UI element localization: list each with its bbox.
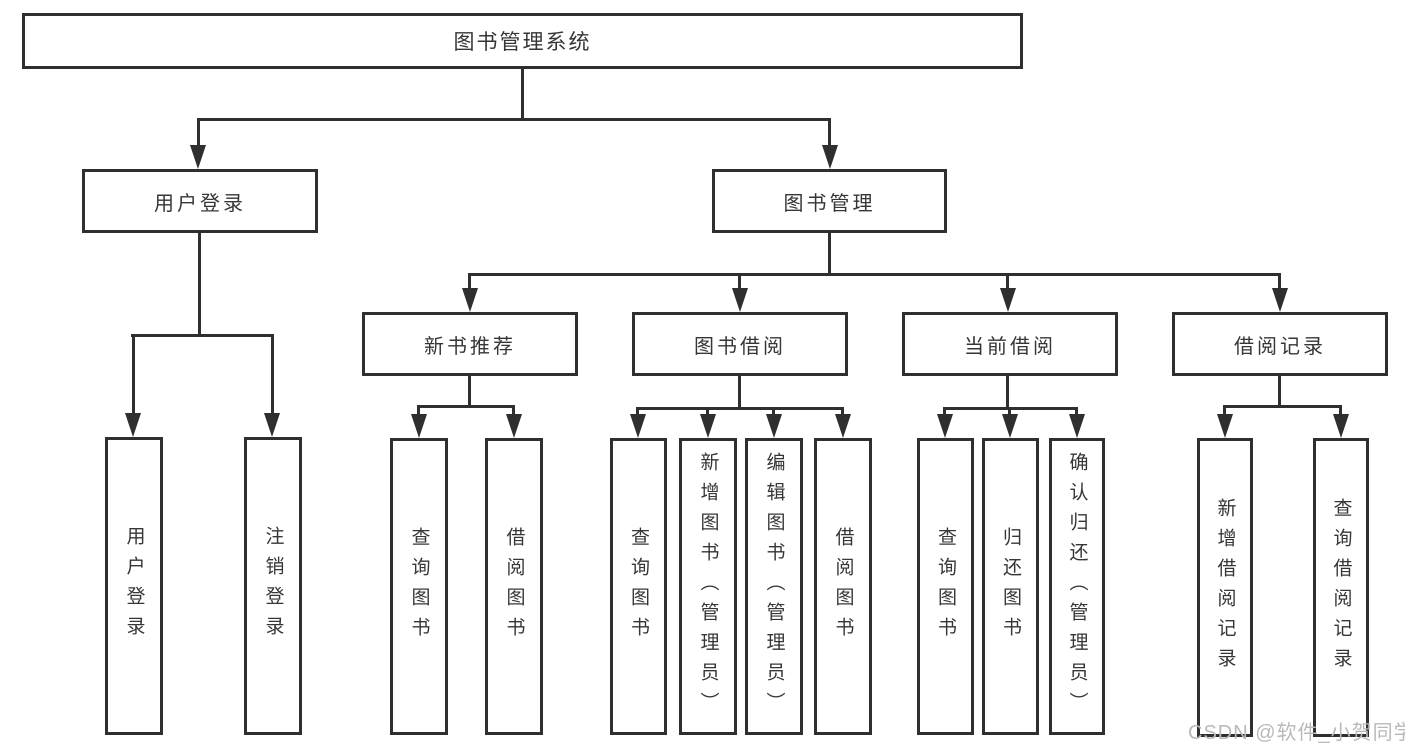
leaf-currentborrow-query-label: 查询图书 bbox=[935, 526, 956, 647]
leaf-currentborrow-query: 查询图书 bbox=[917, 438, 974, 735]
connector-userlogin-branch bbox=[131, 334, 274, 337]
leaf-newbooks-query-label: 查询图书 bbox=[408, 526, 430, 647]
leaf-logout-label: 注销登录 bbox=[262, 526, 284, 646]
node-book-borrow-label: 图书借阅 bbox=[694, 335, 786, 358]
node-new-books-label: 新书推荐 bbox=[424, 335, 516, 358]
connector-br-query-stem bbox=[1339, 405, 1342, 419]
connector-userlogin-down bbox=[198, 233, 201, 334]
leaf-user-login: 用户登录 bbox=[105, 437, 163, 735]
leaf-newbooks-query: 查询图书 bbox=[390, 438, 448, 735]
node-new-books: 新书推荐 bbox=[362, 312, 578, 376]
connector-newbooks-stem bbox=[468, 273, 471, 291]
arrowhead-nb-query bbox=[411, 414, 427, 438]
arrowhead-bb-borrow bbox=[835, 414, 851, 438]
node-current-borrow-label: 当前借阅 bbox=[964, 335, 1056, 358]
node-user-login-label: 用户登录 bbox=[154, 192, 246, 215]
leaf-currentborrow-return: 归还图书 bbox=[982, 438, 1039, 735]
arrowhead-bookmgmt bbox=[822, 145, 838, 169]
leaf-bookborrow-borrow: 借阅图书 bbox=[814, 438, 872, 735]
arrowhead-newbooks bbox=[462, 288, 478, 312]
node-borrow-records: 借阅记录 bbox=[1172, 312, 1388, 376]
arrowhead-cb-confirm bbox=[1069, 414, 1085, 438]
node-root: 图书管理系统 bbox=[22, 13, 1023, 69]
connector-bb-borrow-stem bbox=[841, 407, 844, 419]
node-current-borrow: 当前借阅 bbox=[902, 312, 1118, 376]
connector-bb-query-stem bbox=[636, 407, 639, 419]
leaf-records-add: 新增借阅记录 bbox=[1197, 438, 1253, 737]
connector-root-branch bbox=[197, 118, 831, 121]
connector-root-stem bbox=[521, 69, 524, 118]
node-book-mgmt: 图书管理 bbox=[712, 169, 947, 233]
connector-bookborrow-down bbox=[738, 376, 741, 407]
node-user-login: 用户登录 bbox=[82, 169, 318, 233]
leaf-newbooks-borrow-label: 借阅图书 bbox=[503, 526, 525, 647]
connector-bookmgmt-stem bbox=[828, 118, 831, 149]
arrowhead-bb-edit bbox=[766, 414, 782, 438]
connector-bb-add-stem bbox=[706, 407, 709, 419]
arrowhead-cb-return bbox=[1002, 414, 1018, 438]
leaf-bookborrow-borrow-label: 借阅图书 bbox=[832, 526, 854, 647]
connector-nb-borrow-stem bbox=[512, 405, 515, 419]
arrowhead-borrowrecords bbox=[1272, 288, 1288, 312]
arrowhead-userlogin bbox=[190, 145, 206, 169]
arrowhead-currentborrow bbox=[1000, 288, 1016, 312]
connector-borrowrecords-stem bbox=[1278, 273, 1281, 291]
arrowhead-nb-borrow bbox=[506, 414, 522, 438]
csdn-watermark: CSDN @软件_小贺同学 bbox=[1188, 722, 1405, 744]
arrowhead-br-query bbox=[1333, 414, 1349, 438]
connector-newbooks-branch bbox=[417, 405, 515, 408]
leaf-currentborrow-confirm: 确认归还（管理员） bbox=[1049, 438, 1105, 735]
connector-currentborrow-stem bbox=[1006, 273, 1009, 291]
connector-bb-edit-stem bbox=[772, 407, 775, 419]
leaf-bookborrow-edit-label: 编辑图书（管理员） bbox=[763, 451, 785, 722]
leaf-bookborrow-query: 查询图书 bbox=[610, 438, 667, 735]
connector-br-add-stem bbox=[1223, 405, 1226, 419]
node-book-mgmt-label: 图书管理 bbox=[783, 192, 876, 215]
leaf-currentborrow-return-label: 归还图书 bbox=[1000, 526, 1021, 647]
leaf-logout: 注销登录 bbox=[244, 437, 302, 735]
leaf-bookborrow-query-label: 查询图书 bbox=[628, 526, 649, 647]
arrowhead-cb-query bbox=[937, 414, 953, 438]
node-borrow-records-label: 借阅记录 bbox=[1234, 335, 1326, 358]
arrowhead-leaf-logout bbox=[264, 413, 280, 437]
leaf-newbooks-borrow: 借阅图书 bbox=[485, 438, 543, 735]
connector-currentborrow-down bbox=[1006, 376, 1009, 407]
leaf-bookborrow-edit: 编辑图书（管理员） bbox=[745, 438, 803, 735]
connector-cb-return-stem bbox=[1008, 407, 1011, 419]
node-book-borrow: 图书借阅 bbox=[632, 312, 848, 376]
connector-leaf-login-stem bbox=[132, 334, 135, 416]
leaf-records-add-label: 新增借阅记录 bbox=[1214, 497, 1236, 678]
arrowhead-bb-query bbox=[630, 414, 646, 438]
leaf-bookborrow-add: 新增图书（管理员） bbox=[679, 438, 737, 735]
arrowhead-br-add bbox=[1217, 414, 1233, 438]
connector-newbooks-down bbox=[468, 376, 471, 405]
connector-borrowrecords-down bbox=[1278, 376, 1281, 405]
connector-cb-confirm-stem bbox=[1075, 407, 1078, 419]
connector-bookmgmt-down bbox=[828, 233, 831, 273]
leaf-records-query: 查询借阅记录 bbox=[1313, 438, 1369, 737]
leaf-bookborrow-add-label: 新增图书（管理员） bbox=[697, 451, 719, 722]
connector-userlogin-stem bbox=[197, 118, 200, 149]
node-root-label: 图书管理系统 bbox=[453, 31, 592, 54]
connector-borrowrecords-branch bbox=[1223, 405, 1342, 408]
connector-cb-query-stem bbox=[943, 407, 946, 419]
leaf-records-query-label: 查询借阅记录 bbox=[1330, 497, 1352, 678]
connector-leaf-logout-stem bbox=[271, 334, 274, 416]
leaf-currentborrow-confirm-label: 确认归还（管理员） bbox=[1066, 451, 1088, 722]
connector-bookborrow-stem bbox=[738, 273, 741, 291]
connector-bookmgmt-branch bbox=[468, 273, 1281, 276]
leaf-user-login-label: 用户登录 bbox=[123, 526, 145, 646]
connector-bookborrow-branch bbox=[636, 407, 844, 410]
arrowhead-leaf-login bbox=[125, 413, 141, 437]
arrowhead-bb-add bbox=[700, 414, 716, 438]
connector-nb-query-stem bbox=[417, 405, 420, 419]
arrowhead-bookborrow bbox=[732, 288, 748, 312]
